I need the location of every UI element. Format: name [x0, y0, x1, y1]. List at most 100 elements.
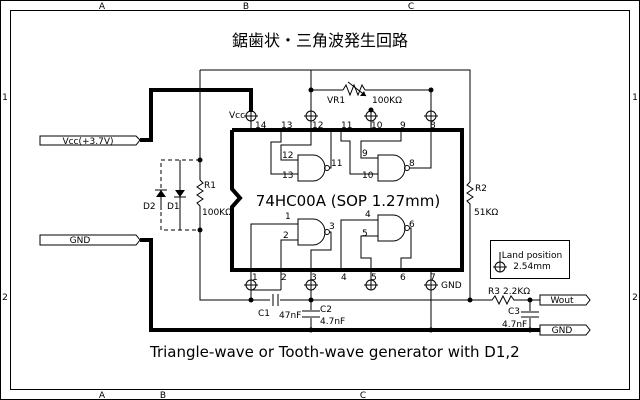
- pin-2: 2: [281, 273, 287, 283]
- ic-body: [230, 128, 464, 272]
- svg-text:1: 1: [285, 212, 291, 222]
- c1-capacitor-icon: [270, 293, 280, 307]
- land-icon: [304, 90, 318, 130]
- pin-6: 6: [400, 273, 406, 283]
- gnd-in-port: GND: [39, 234, 141, 246]
- pin-3: 3: [311, 273, 317, 283]
- r2-ref: R2: [475, 184, 487, 194]
- svg-text:Wout: Wout: [550, 296, 574, 306]
- wout-port: Wout: [539, 294, 591, 306]
- junction: [368, 107, 374, 113]
- svg-text:Vcc(+3.7V): Vcc(+3.7V): [62, 137, 113, 147]
- c2-value: 4.7nF: [320, 317, 345, 327]
- svg-text:4: 4: [365, 210, 371, 220]
- r2-resistor: [466, 181, 474, 300]
- pin-10: 10: [371, 121, 383, 131]
- svg-text:9: 9: [362, 149, 368, 159]
- svg-text:5: 5: [362, 229, 368, 239]
- junction: [308, 297, 314, 303]
- land-icon: [424, 270, 438, 291]
- svg-text:Land position: Land position: [502, 251, 562, 261]
- ic-top-pins: 14 13 12 11 10 9 8: [255, 121, 436, 131]
- pin-8: 8: [430, 121, 436, 131]
- gnd-wire: [140, 238, 540, 332]
- d1-diode-icon: [175, 190, 185, 197]
- r3-ref: R3: [488, 287, 500, 297]
- junction: [527, 327, 533, 333]
- c1-ref: C1: [258, 309, 270, 319]
- nand-gate-1: 12 13 11: [270, 130, 342, 182]
- vr1-resistor: [342, 83, 366, 97]
- r1-wire-bottom: [199, 206, 470, 301]
- col-label-a-top: A: [99, 2, 106, 12]
- land-icon: [493, 252, 507, 273]
- svg-text:2.54mm: 2.54mm: [513, 262, 551, 272]
- vcc-wire: [140, 88, 253, 142]
- c2-capacitor-icon: [302, 310, 320, 318]
- col-label-a-bottom: A: [99, 391, 106, 400]
- pin-9: 9: [400, 121, 406, 131]
- c3-capacitor-icon: [521, 311, 539, 318]
- d1-ref: D1: [167, 202, 180, 212]
- svg-text:GND: GND: [552, 326, 573, 336]
- col-label-b-top: B: [243, 2, 249, 12]
- ic-label: 74HC00A (SOP 1.27mm): [256, 192, 440, 210]
- svg-text:3: 3: [329, 222, 335, 232]
- land-position-legend: Land position 2.54mm: [490, 240, 570, 279]
- svg-text:GND: GND: [70, 236, 91, 246]
- d2-ref: D2: [143, 202, 156, 212]
- row-label-2-right: 2: [632, 293, 638, 303]
- c3-value: 4.7nF: [502, 320, 527, 330]
- junction: [248, 297, 254, 303]
- nand-gate-3: 1 2 3: [250, 212, 335, 270]
- pin-14: 14: [255, 121, 267, 131]
- land-icon: [364, 270, 378, 291]
- c2-ref: C2: [320, 305, 332, 315]
- col-label-c-bottom: C: [360, 391, 366, 400]
- r2-value: 51KΩ: [474, 208, 498, 218]
- svg-text:10: 10: [362, 171, 374, 181]
- land-icon: [364, 110, 378, 130]
- junction: [308, 327, 314, 333]
- inner-frame: [10, 10, 630, 390]
- title: 鋸歯状・三角波発生回路: [232, 31, 408, 50]
- nand-gate-2: 9 10 8: [340, 130, 432, 182]
- col-label-b-bottom: B: [160, 391, 166, 400]
- vr1-value: 100KΩ: [372, 96, 402, 106]
- svg-text:11: 11: [331, 159, 342, 169]
- svg-text:12: 12: [282, 151, 293, 161]
- svg-text:13: 13: [282, 171, 293, 181]
- svg-text:6: 6: [409, 220, 415, 230]
- junction: [428, 87, 434, 93]
- subtitle: Triangle-wave or Tooth-wave generator wi…: [149, 343, 520, 361]
- land-icon: [424, 90, 438, 130]
- pin-13: 13: [281, 121, 292, 131]
- vcc-pin-label: Vcc: [229, 111, 245, 121]
- ic-bottom-pins: 1 2 3 4 5 6 7: [252, 273, 436, 283]
- r1-ref: R1: [204, 181, 216, 191]
- c3-ref: C3: [508, 307, 520, 317]
- r3-resistor: [470, 294, 540, 306]
- svg-text:2: 2: [283, 231, 289, 241]
- land-icon: [244, 110, 258, 130]
- vr1-ref: VR1: [327, 96, 345, 106]
- pin-12: 12: [312, 121, 323, 131]
- gnd-out-port: GND: [539, 324, 591, 336]
- junction: [428, 327, 434, 333]
- feedback-wire: [310, 69, 471, 182]
- d2-diode-icon: [156, 190, 166, 197]
- vr1-wiper-arrow: [360, 91, 366, 96]
- pin-1: 1: [252, 273, 258, 283]
- pin-4: 4: [341, 273, 347, 283]
- row-label-1-right: 1: [632, 93, 638, 103]
- r1-resistor: [196, 179, 204, 207]
- land-markers: [244, 90, 438, 291]
- pin-5: 5: [371, 273, 377, 283]
- col-label-c-top: C: [408, 2, 414, 12]
- vcc-port: Vcc(+3.7V): [39, 135, 141, 147]
- r1-value: 100KΩ: [202, 208, 232, 218]
- nand-gate-4: 4 5 6: [340, 210, 415, 270]
- c1-value: 47nF: [279, 311, 301, 321]
- row-label-1-left: 1: [2, 93, 8, 103]
